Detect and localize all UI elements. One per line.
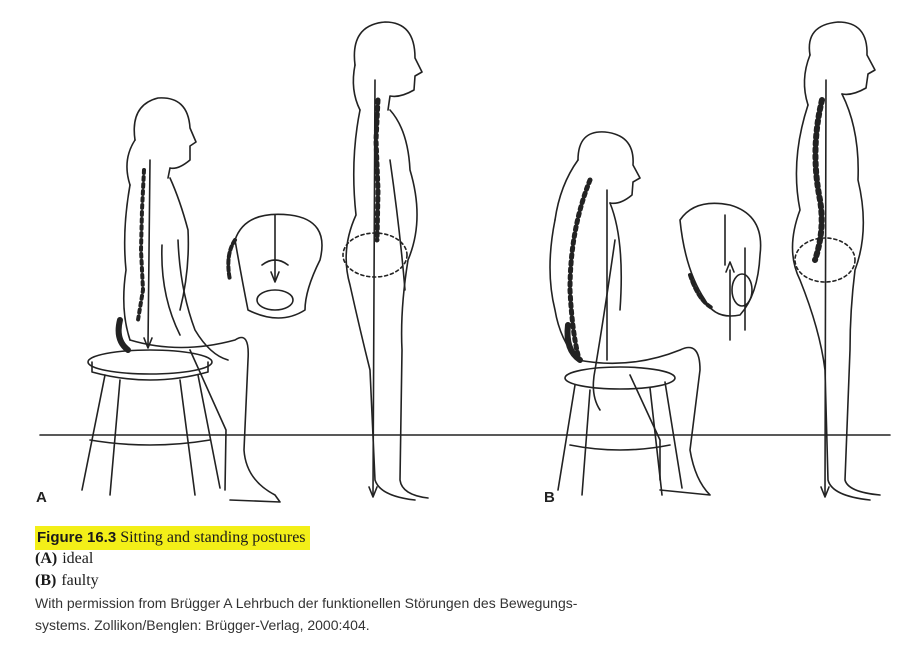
posture-illustration: A B [30,10,895,515]
posture-drawing [39,21,891,503]
ideal-standing-figure [342,21,429,501]
caption-item-label: (A) [35,550,58,567]
figure-title: Sitting and standing postures [120,529,306,546]
faulty-standing-figure [791,21,881,501]
credit-line-2: systems. Zollikon/Benglen: Brügger-Verla… [35,617,370,633]
caption-item-text: ideal [62,550,94,567]
figure-number: Figure 16.3 [37,529,117,546]
caption-item-a: (A)ideal [35,548,895,570]
ideal-sitting-figure [81,97,281,503]
caption-item-text: faulty [61,572,99,589]
caption-item-label: (B) [35,572,57,589]
ideal-pelvis-detail [226,213,323,319]
credit-line-1: With permission from Brügger A Lehrbuch … [35,595,578,611]
panel-a-label: A [36,489,47,506]
faulty-sitting-figure [549,131,711,496]
caption-item-b: (B)faulty [35,570,895,592]
panel-b-label: B [544,489,555,506]
faulty-pelvis-detail [679,202,762,341]
